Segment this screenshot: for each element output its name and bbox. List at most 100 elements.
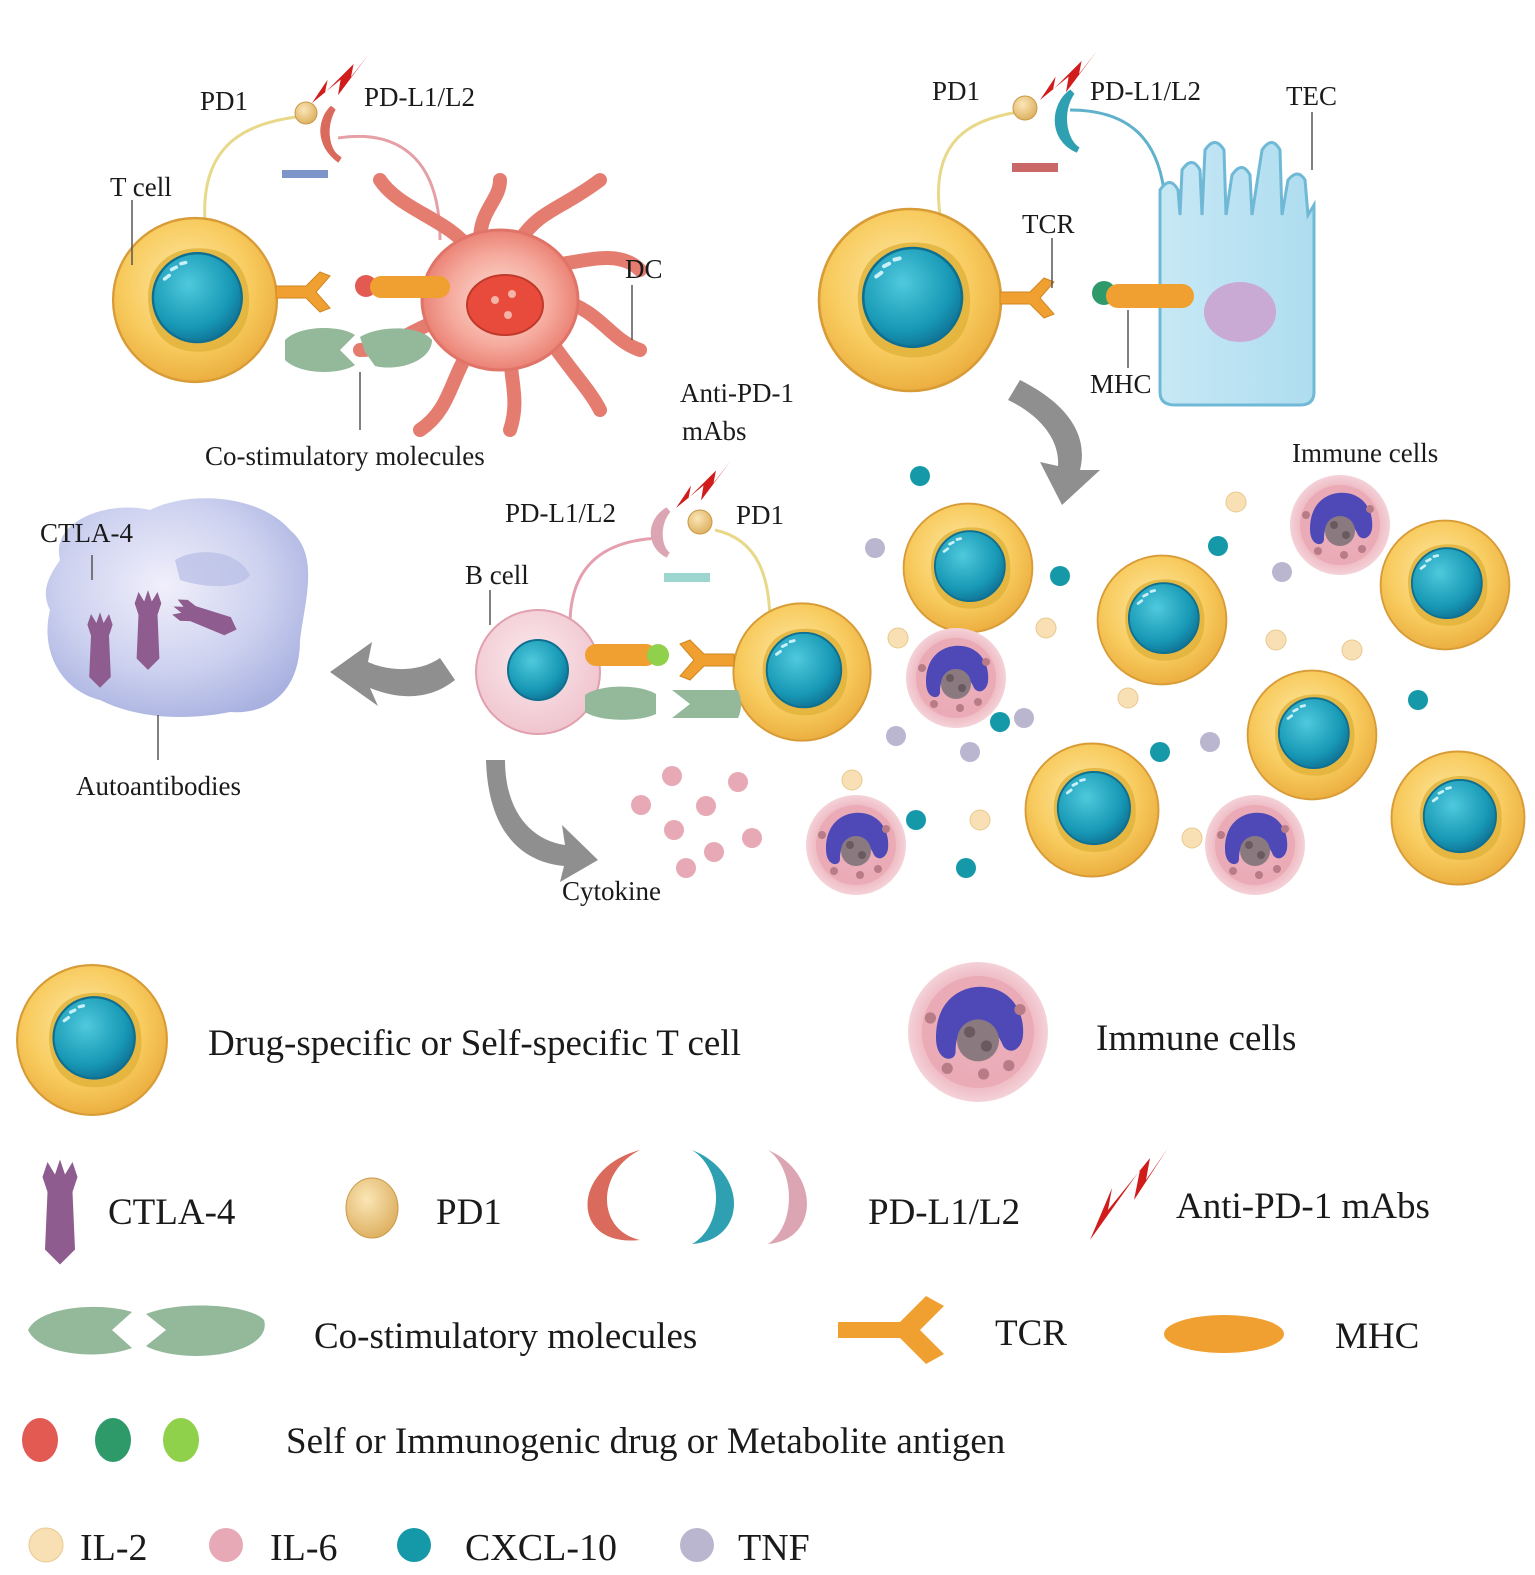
- tnf-dots: [865, 538, 1292, 762]
- label-bcell: B cell: [465, 560, 529, 590]
- inhibition-bar: [1012, 163, 1058, 172]
- label-antipd1: Anti-PD-1: [680, 378, 794, 408]
- label-tcr: TCR: [1022, 209, 1075, 239]
- label-pdl: PD-L1/L2: [1090, 76, 1201, 106]
- legend-il2-icon: [28, 1527, 64, 1563]
- il6-cluster: [631, 766, 762, 878]
- costim-left: [585, 686, 656, 720]
- tcr-receptor: [679, 639, 735, 681]
- label-mhc: MHC: [1090, 369, 1152, 399]
- t-cell: [902, 502, 1034, 634]
- legend-costim-right-icon: [146, 1305, 265, 1356]
- arrow-to-autoantibodies: [330, 642, 455, 706]
- legend-pd1-label: PD1: [436, 1192, 502, 1233]
- pdl-crescent: [650, 507, 671, 558]
- pd1-dot: [687, 509, 713, 535]
- label-tec: TEC: [1286, 81, 1337, 111]
- label-pd1: PD1: [200, 86, 248, 116]
- t-cell: [1379, 519, 1511, 651]
- mab-bolt: [312, 53, 370, 103]
- panel-dc: PD1 PD-L1/L2 T cell DC Co-stimulatory mo…: [110, 53, 663, 471]
- pdl-link-arc: [1069, 108, 1167, 201]
- legend: Drug-specific or Self-specific T cell Im…: [15, 962, 1430, 1569]
- ctla4-shape: [134, 590, 162, 670]
- label-ctla4: CTLA-4: [40, 518, 133, 548]
- arrow-to-immune: [1008, 380, 1100, 505]
- label-pd1: PD1: [736, 500, 784, 530]
- legend-antigen-red-icon: [22, 1418, 58, 1462]
- autoantibody-cloud: [45, 498, 309, 717]
- legend-ctla4-label: CTLA-4: [108, 1192, 235, 1233]
- panel-tec: PD1 PD-L1/L2 TEC TCR MHC: [817, 50, 1337, 407]
- legend-mhc-label: MHC: [1335, 1316, 1419, 1357]
- mhc-molecule: [370, 276, 450, 298]
- legend-antigen-ltgreen-icon: [163, 1418, 199, 1462]
- legend-tcr-label: TCR: [995, 1313, 1067, 1354]
- costim-left: [285, 328, 355, 372]
- t-cell: [1096, 554, 1228, 686]
- legend-mhc-icon: [1164, 1315, 1284, 1353]
- legend-tcr-icon: [838, 1296, 944, 1364]
- label-costim: Co-stimulatory molecules: [205, 441, 485, 471]
- legend-pdl-red-icon: [587, 1150, 640, 1241]
- legend-tnf-label: TNF: [738, 1527, 810, 1569]
- label-autoantibodies: Autoantibodies: [76, 771, 241, 801]
- b-cell: [475, 609, 601, 735]
- pd1-link-arc: [714, 528, 772, 626]
- legend-tcell-icon: [15, 963, 169, 1117]
- immune-cell: [1290, 475, 1390, 575]
- legend-antigen-dkgreen-icon: [95, 1418, 131, 1462]
- il2-dots: [841, 491, 1363, 849]
- legend-costim-label: Co-stimulatory molecules: [314, 1316, 697, 1357]
- label-immune-cells: Immune cells: [1292, 438, 1438, 468]
- mab-bolt: [676, 460, 731, 508]
- legend-cxcl10-icon: [397, 1528, 431, 1562]
- pdl-crescent: [320, 105, 342, 163]
- t-cell: [731, 601, 873, 743]
- t-cell: [1390, 750, 1526, 886]
- legend-immune-label: Immune cells: [1096, 1018, 1296, 1059]
- legend-antipd1-label: Anti-PD-1 mAbs: [1176, 1186, 1430, 1227]
- label-pdl: PD-L1/L2: [364, 82, 475, 112]
- immune-cell: [1205, 795, 1305, 895]
- flow-arrows: [330, 380, 1100, 882]
- legend-mab-icon: [1090, 1148, 1168, 1240]
- inhibition-bar: [282, 170, 328, 178]
- legend-tcell-label: Drug-specific or Self-specific T cell: [208, 1023, 741, 1064]
- label-mabs: mAbs: [682, 416, 747, 446]
- mhc-molecule: [585, 644, 657, 666]
- label-tcell: T cell: [110, 172, 172, 202]
- t-cell: [1024, 742, 1160, 878]
- panel-b: Anti-PD-1 mAbs PD-L1/L2 PD1 B cell CTLA-…: [40, 378, 873, 906]
- legend-il2-label: IL-2: [80, 1527, 148, 1569]
- legend-pdl-pink-icon: [768, 1150, 807, 1244]
- pdl-crescent: [1054, 89, 1080, 153]
- label-pdl: PD-L1/L2: [505, 498, 616, 528]
- legend-pdl-label: PD-L1/L2: [868, 1192, 1020, 1233]
- dc-cell: [353, 173, 647, 437]
- pd1-dot: [294, 101, 318, 125]
- legend-pdl-teal-icon: [692, 1150, 734, 1244]
- legend-tnf-icon: [680, 1528, 714, 1562]
- cxcl10-dots: [906, 466, 1428, 878]
- legend-antigen-label: Self or Immunogenic drug or Metabolite a…: [286, 1421, 1005, 1462]
- costim-right: [672, 690, 741, 718]
- immune-cluster: Immune cells: [806, 438, 1526, 895]
- legend-cxcl10-label: CXCL-10: [465, 1527, 617, 1569]
- tcr-receptor: [275, 271, 331, 313]
- pdl-link-arc: [337, 134, 442, 241]
- mhc-molecule: [1106, 284, 1194, 308]
- legend-immune-icon: [908, 962, 1048, 1102]
- legend-pd1-icon: [345, 1177, 399, 1239]
- label-pd1: PD1: [932, 76, 980, 106]
- pd1-dot: [1012, 95, 1038, 121]
- ctla4-shape: [87, 612, 113, 688]
- arrow-to-cytokine: [486, 760, 598, 882]
- immune-cell: [906, 628, 1006, 728]
- pd1-link-arc: [203, 113, 316, 223]
- inhibition-bar: [664, 573, 710, 582]
- legend-il6-icon: [209, 1528, 243, 1562]
- pdl-link-arc: [568, 536, 661, 626]
